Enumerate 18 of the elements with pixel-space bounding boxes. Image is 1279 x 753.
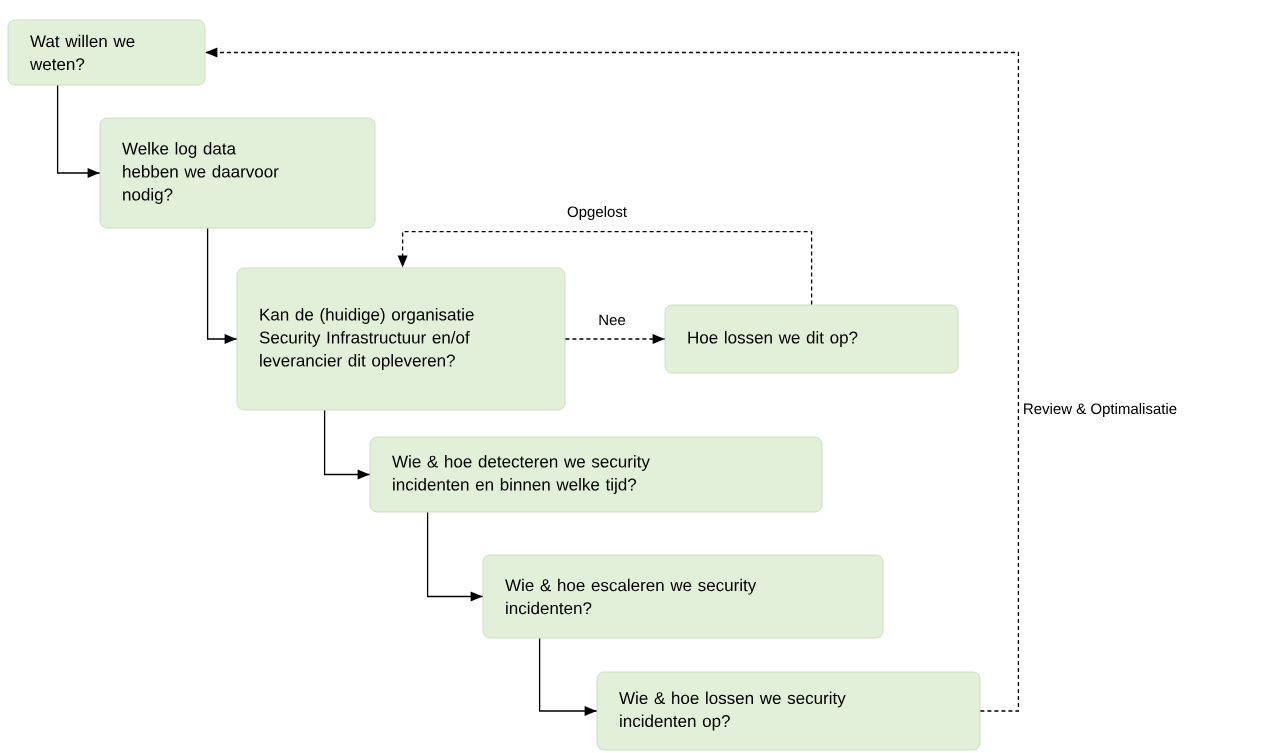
process-box: Kan de (huidige) organisatie Security Infrastructuur en/of leverancier dit opleveren? (236, 267, 566, 411)
edge-label: Review & Optimalisatie (1021, 402, 1179, 418)
process-box: Wie & hoe lossen we security incidenten op? (596, 671, 981, 751)
arrow (538, 637, 598, 716)
process-box: Hoe lossen we dit op? (664, 304, 959, 374)
edge-label: Opgelost (566, 205, 629, 221)
process-box: Welke log data hebben we daarvoor nodig? (99, 117, 376, 229)
process-box: Wie & hoe escaleren we security incidenten? (482, 554, 884, 639)
arrow (397, 230, 813, 306)
arrow (564, 334, 666, 344)
arrow (323, 409, 371, 480)
arrow (206, 227, 238, 344)
arrow (426, 511, 484, 602)
arrow (204, 47, 1020, 712)
edge-label: Nee (597, 313, 627, 327)
process-box: Wie & hoe detecteren we security incidenten en binnen welke tijd? (369, 436, 823, 513)
arrow (56, 84, 101, 178)
process-box: Wat willen we weten? (7, 19, 206, 86)
